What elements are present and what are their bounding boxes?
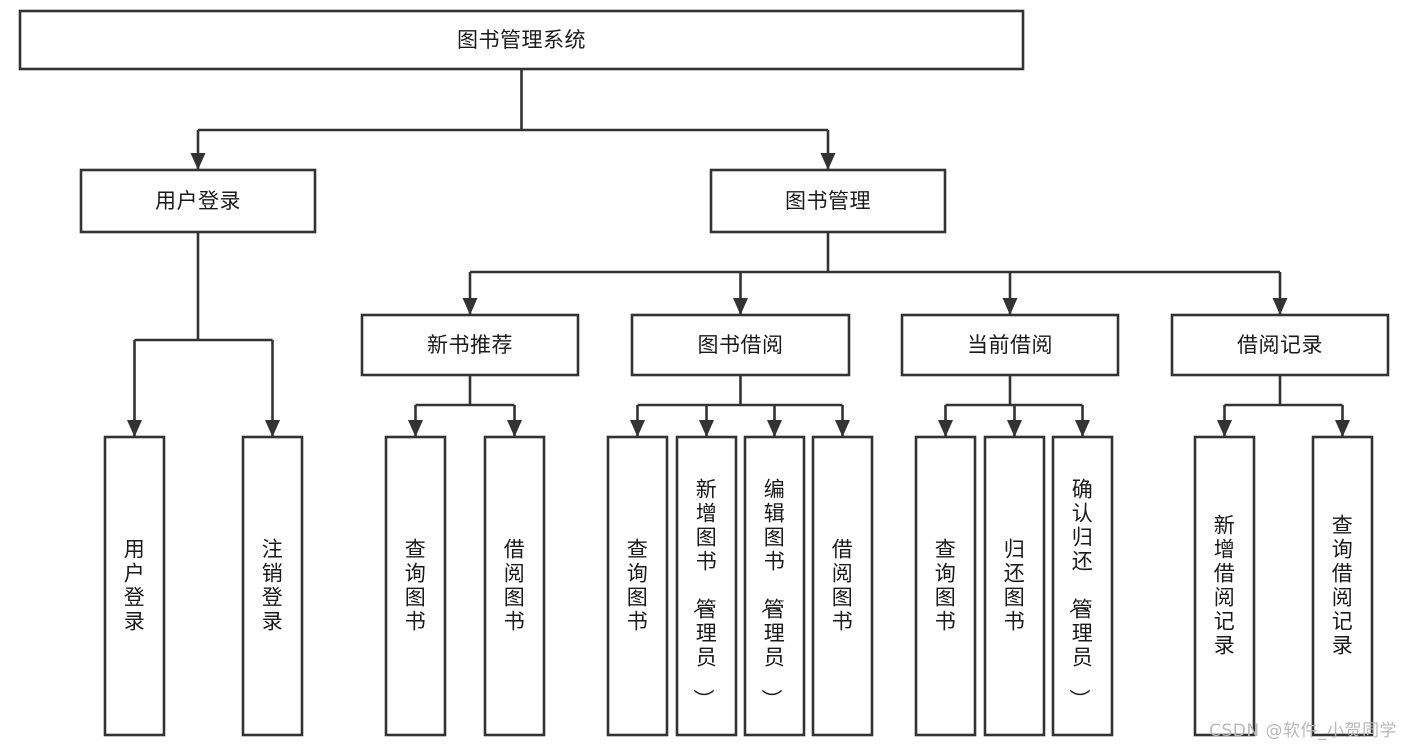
arrow-head-icon: [462, 298, 478, 315]
node-leaf-查询图书-8[interactable]: 查询图书: [914, 435, 977, 737]
arrow-head-icon: [1217, 420, 1232, 437]
node-label: 图书管理系统: [457, 28, 586, 52]
node-level2-图书管理[interactable]: 图书管理: [709, 168, 947, 234]
arrow-head-icon: [507, 420, 522, 437]
arrow-head-icon: [127, 420, 142, 437]
node-box[interactable]: [709, 168, 947, 234]
node-label: 图书管理: [785, 189, 871, 213]
node-box[interactable]: [811, 435, 874, 737]
node-label: 当前借阅: [967, 333, 1053, 357]
node-box[interactable]: [241, 435, 304, 737]
node-label: 查询借阅记录: [1332, 514, 1354, 658]
arrow-head-icon: [699, 420, 714, 437]
node-box[interactable]: [79, 168, 317, 234]
arrow-head-icon: [1335, 420, 1350, 437]
node-box[interactable]: [914, 435, 977, 737]
node-leaf-用户登录-0[interactable]: 用户登录: [103, 435, 166, 737]
node-label: 编辑图书（管理员）: [759, 478, 786, 711]
arrow-head-icon: [835, 420, 850, 437]
node-leaf-编辑图书管理员-6[interactable]: 编辑图书（管理员）: [743, 435, 806, 737]
arrow-head-icon: [733, 298, 748, 315]
node-leaf-查询图书-4[interactable]: 查询图书: [606, 435, 669, 737]
node-level3-当前借阅[interactable]: 当前借阅: [900, 313, 1120, 377]
node-leaf-借阅图书-3[interactable]: 借阅图书: [483, 435, 546, 737]
node-box[interactable]: [983, 435, 1046, 737]
arrow-head-icon: [265, 420, 280, 437]
node-leaf-新增借阅记录-11[interactable]: 新增借阅记录: [1193, 435, 1256, 737]
node-leaf-借阅图书-7[interactable]: 借阅图书: [811, 435, 874, 737]
node-leaf-注销登录-1[interactable]: 注销登录: [241, 435, 304, 737]
node-box[interactable]: [384, 435, 447, 737]
node-label: 查询图书: [405, 538, 427, 634]
connector-lines: [127, 69, 1350, 437]
node-box[interactable]: [743, 435, 806, 737]
node-label: 新增图书（管理员）: [691, 478, 718, 711]
arrow-head-icon: [630, 420, 645, 437]
diagram-nodes: 图书管理系统用户登录图书管理新书推荐图书借阅当前借阅借阅记录用户登录注销登录查询…: [18, 9, 1390, 737]
node-level3-借阅记录[interactable]: 借阅记录: [1170, 313, 1390, 377]
node-leaf-新增图书管理员-5[interactable]: 新增图书（管理员）: [675, 435, 738, 737]
node-leaf-查询借阅记录-12[interactable]: 查询借阅记录: [1311, 435, 1374, 737]
node-box[interactable]: [675, 435, 738, 737]
arrow-head-icon: [820, 153, 836, 170]
node-box[interactable]: [1311, 435, 1374, 737]
node-box[interactable]: [360, 313, 580, 377]
node-label: 注销登录: [262, 538, 284, 634]
node-label: 新书推荐: [427, 333, 513, 357]
arrow-head-icon: [408, 420, 423, 437]
node-label: 用户登录: [155, 189, 241, 213]
node-box[interactable]: [606, 435, 669, 737]
arrow-head-icon: [1272, 298, 1288, 315]
node-label: 借阅图书: [832, 538, 854, 634]
node-label: 新增借阅记录: [1214, 514, 1236, 658]
csdn-watermark: CSDN @软件_小贺同学: [1209, 721, 1397, 741]
node-label: 图书借阅: [698, 333, 784, 357]
node-leaf-确认归还管理员-10[interactable]: 确认归还（管理员）: [1051, 435, 1114, 737]
arrow-head-icon: [1075, 420, 1090, 437]
node-label: 借阅图书: [504, 538, 526, 634]
node-label: 查询图书: [627, 538, 649, 634]
node-label: 归还图书: [1004, 538, 1026, 634]
node-box[interactable]: [1051, 435, 1114, 737]
node-level3-图书借阅[interactable]: 图书借阅: [630, 313, 851, 377]
node-root-图书管理系统[interactable]: 图书管理系统: [18, 9, 1025, 71]
arrow-head-icon: [767, 420, 782, 437]
node-label: 用户登录: [124, 538, 146, 634]
node-box[interactable]: [1170, 313, 1390, 377]
arrow-head-icon: [1007, 420, 1022, 437]
node-box[interactable]: [18, 9, 1025, 71]
node-level3-新书推荐[interactable]: 新书推荐: [360, 313, 580, 377]
node-label: 借阅记录: [1237, 333, 1323, 357]
node-box[interactable]: [900, 313, 1120, 377]
node-label: 查询图书: [935, 538, 957, 634]
node-box[interactable]: [1193, 435, 1256, 737]
node-box[interactable]: [483, 435, 546, 737]
node-level2-用户登录[interactable]: 用户登录: [79, 168, 317, 234]
node-leaf-归还图书-9[interactable]: 归还图书: [983, 435, 1046, 737]
arrow-head-icon: [938, 420, 953, 437]
arrow-head-icon: [1002, 298, 1018, 315]
arrow-head-icon: [190, 153, 206, 170]
node-leaf-查询图书-2[interactable]: 查询图书: [384, 435, 447, 737]
node-box[interactable]: [630, 313, 851, 377]
node-label: 确认归还（管理员）: [1067, 478, 1094, 711]
node-box[interactable]: [103, 435, 166, 737]
